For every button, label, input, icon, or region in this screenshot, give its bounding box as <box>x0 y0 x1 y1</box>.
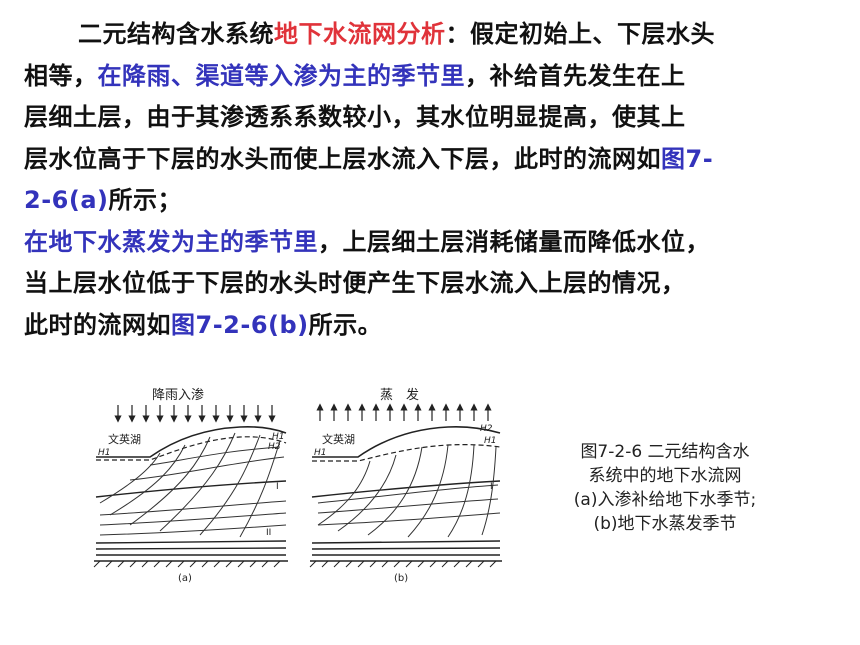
caption-title: 图7-2-6 二元结构含水 <box>580 442 750 462</box>
label-layer-ii-a: II <box>266 528 271 538</box>
text-segment: 当上层水位低于下层的水头时便产生下层水流入上层的情况， <box>24 269 686 297</box>
lower-flow-lines-b <box>311 540 501 556</box>
text-line-8: 此时的流网如图7-2-6(b)所示。 <box>24 305 844 347</box>
text-line-4: 层水位高于下层的水头而使上层水流入下层，此时的流网如图7- <box>24 139 844 181</box>
flow-lines-b <box>317 444 501 538</box>
text-line-2: 相等，在降雨、渠道等入渗为主的季节里，补给首先发生在上 <box>24 56 844 98</box>
figure-ref-a-part2: 2-6(a) <box>24 186 109 214</box>
water-table-b <box>312 444 501 462</box>
label-h1-left-a: H1 <box>98 448 111 458</box>
rain-arrows-down <box>114 405 276 423</box>
body-text: 二元结构含水系统地下水流网分析：假定初始上、下层水头 相等，在降雨、渠道等入渗为… <box>24 14 844 346</box>
text-line-3: 层细土层，由于其渗透系系数较小，其水位明显提高，使其上 <box>24 97 844 139</box>
flow-net-diagram: 降雨入渗 文英湖 <box>93 387 502 584</box>
lake-label-b: 文英湖 <box>322 432 355 446</box>
text-segment: ，上层细土层消耗储量而降低水位， <box>318 227 710 256</box>
ground-surface-a <box>96 426 287 458</box>
highlight-infiltration-season: 在降雨、渠道等入渗为主的季节里 <box>97 61 465 90</box>
flow-lines-a <box>99 432 287 538</box>
water-table-a <box>96 436 287 461</box>
text-line-7: 当上层水位低于下层的水头时便产生下层水流入上层的情况， <box>24 263 844 305</box>
label-h1-right-b: H1 <box>484 436 497 446</box>
label-layer-i-a: I <box>276 482 279 492</box>
layer-boundary-b <box>311 480 501 498</box>
figure-ref-a-part1: 图7- <box>661 144 714 173</box>
ground-surface-b <box>312 426 501 458</box>
text-line-6: 在地下水蒸发为主的季节里，上层细土层消耗储量而降低水位， <box>24 222 844 264</box>
text-segment: ，补给首先发生在上 <box>465 61 686 90</box>
text-segment: 相等， <box>24 61 98 90</box>
figure-ref-b: 图7-2-6(b) <box>171 310 309 339</box>
label-layer-i-b: I <box>490 482 493 492</box>
text-segment: 层细土层，由于其渗透系系数较小，其水位明显提高，使其上 <box>24 103 686 131</box>
highlight-term-flow-net: 地下水流网分析 <box>274 20 446 48</box>
text-line-5: 2-6(a)所示； <box>24 180 844 222</box>
text-segment: 此时的流网如 <box>24 310 171 339</box>
label-h1-right-a: H1 <box>272 432 285 442</box>
text-segment: 所示。 <box>308 310 383 339</box>
figure-caption: 图7-2-6 二元结构含水 系统中的地下水流网 (a)入渗补给地下水季节; (b… <box>548 440 782 536</box>
text-segment: 层水位高于下层的水头而使上层水流入下层，此时的流网如 <box>24 144 661 173</box>
label-h1-left-b: H1 <box>314 448 327 458</box>
panel-b-sublabel: (b) <box>394 573 408 584</box>
text-segment: 所示； <box>108 186 182 214</box>
panel-a-sublabel: (a) <box>178 573 192 584</box>
label-h2-b: H2 <box>480 424 493 434</box>
layer-boundary-a <box>95 480 287 498</box>
lower-flow-lines-a <box>95 540 287 556</box>
text-segment: ：假定初始上、下层水头 <box>445 20 715 48</box>
panel-a: 降雨入渗 文英湖 <box>93 388 288 584</box>
paragraph-lead: 二元结构含水系统 <box>78 20 274 48</box>
text-line-1: 二元结构含水系统地下水流网分析：假定初始上、下层水头 <box>24 14 844 56</box>
caption-part-a: (a)入渗补给地下水季节; <box>573 490 757 510</box>
base-hatch-b <box>309 560 497 568</box>
label-h2-a: H2 <box>268 442 281 452</box>
base-hatch-a <box>93 560 281 568</box>
evaporation-arrows-up <box>316 403 492 421</box>
lake-label-a: 文英湖 <box>108 432 141 446</box>
caption-part-b: (b)地下水蒸发季节 <box>593 514 737 534</box>
flow-net-figure: 降雨入渗 文英湖 <box>90 385 530 585</box>
caption-title-cont: 系统中的地下水流网 <box>588 466 742 486</box>
highlight-evaporation-season: 在地下水蒸发为主的季节里 <box>24 227 318 256</box>
panel-b: 蒸 发 文英湖 <box>309 387 502 584</box>
panel-b-header: 蒸 发 <box>380 387 419 403</box>
panel-a-header: 降雨入渗 <box>152 388 204 403</box>
